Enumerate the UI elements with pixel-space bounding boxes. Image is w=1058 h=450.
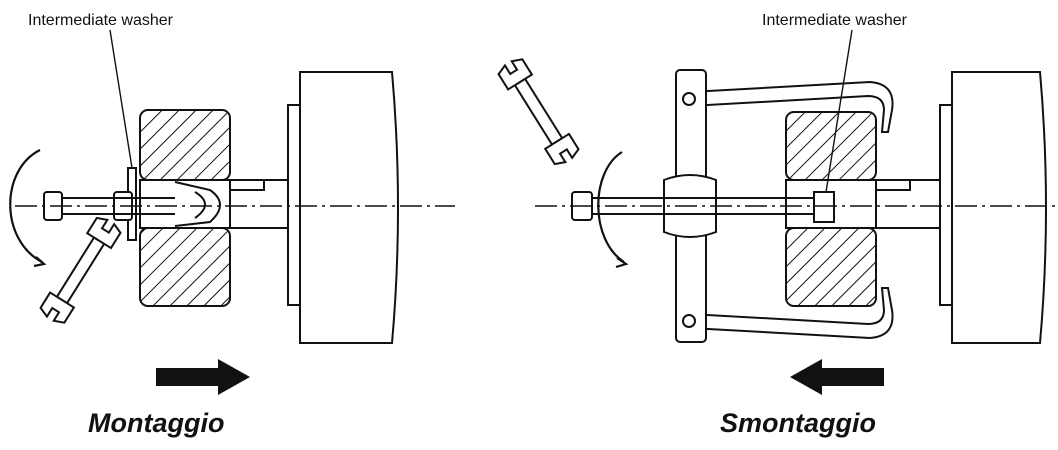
- right-washer: [813, 191, 835, 223]
- right-rotation-arrow-icon: [597, 151, 625, 263]
- right-direction-arrow-icon: [790, 359, 884, 395]
- left-rotation-arrow-icon: [9, 149, 43, 263]
- right-gear-top: [785, 111, 877, 181]
- right-gear-bottom: [785, 227, 877, 307]
- left-callout-label: Intermediate washer: [28, 12, 173, 29]
- left-wrench-icon: [39, 216, 122, 324]
- left-panel: [9, 29, 455, 395]
- left-gear-bottom: [139, 227, 231, 307]
- right-callout-label: Intermediate washer: [762, 12, 907, 29]
- left-gear-top: [139, 109, 231, 181]
- left-flange: [287, 104, 301, 306]
- left-direction-arrow-icon: [156, 359, 250, 395]
- right-panel: [497, 29, 1056, 395]
- right-shaft-block: [951, 71, 1047, 344]
- left-caption: Montaggio: [88, 408, 225, 438]
- right-puller-arm-bottom: [689, 287, 894, 340]
- left-shaft-block: [299, 71, 399, 344]
- right-flange: [939, 104, 953, 306]
- right-caption: Smontaggio: [720, 408, 876, 438]
- right-wrench-icon: [497, 58, 580, 166]
